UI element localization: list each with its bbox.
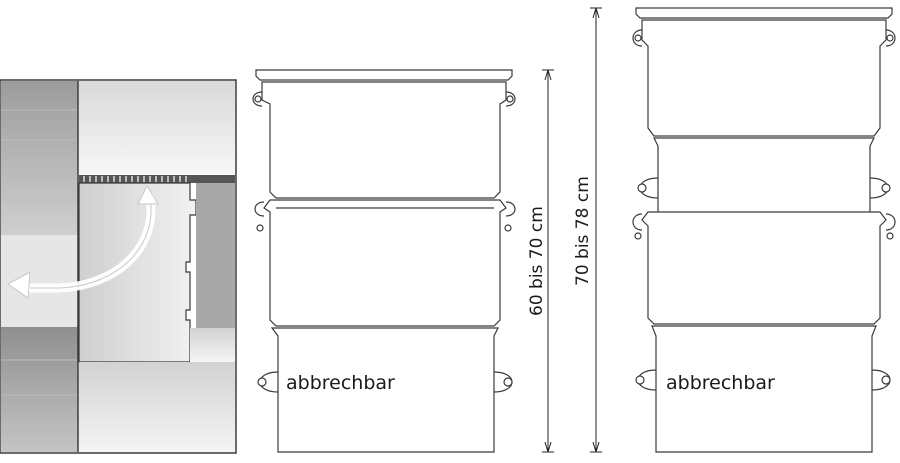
dimension-label-small: 60 bis 70 cm (527, 206, 547, 316)
room-upper (79, 81, 235, 175)
arrow-head-up (137, 184, 159, 205)
soil-side (196, 183, 235, 328)
room-lower (79, 362, 235, 452)
dimension-line-large (590, 7, 602, 453)
breakable-label-large: abbrechbar (666, 372, 775, 394)
installation-section (0, 79, 237, 454)
breakable-label-small: abbrechbar (286, 372, 395, 394)
light-shaft (78, 182, 197, 363)
grate (79, 175, 235, 183)
dimension-line-small (542, 69, 554, 453)
element-large (632, 7, 896, 453)
wall-lower (1, 327, 78, 452)
arrow-head-left (7, 271, 31, 299)
wall-upper (1, 81, 78, 235)
dimension-label-large: 70 bis 78 cm (573, 176, 593, 286)
element-small (252, 69, 516, 453)
